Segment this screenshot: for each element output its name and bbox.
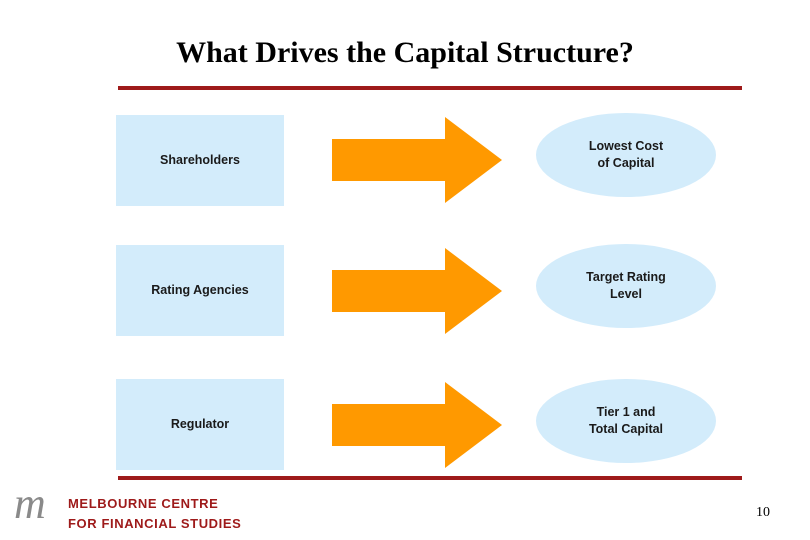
target-ellipse-line2: Total Capital xyxy=(588,422,664,436)
source-box-label: Regulator xyxy=(170,417,230,432)
logo-text-line2: FOR FINANCIAL STUDIES xyxy=(68,516,242,532)
target-ellipse-label: Lowest Cost of Capital xyxy=(589,138,663,172)
target-ellipse-label: Tier 1 and Total Capital xyxy=(589,404,663,438)
page-number: 10 xyxy=(756,505,770,520)
target-ellipse-lowest-cost: Lowest Cost of Capital xyxy=(536,113,716,197)
target-ellipse-line2: of Capital xyxy=(597,156,655,170)
right-arrow-icon xyxy=(332,117,502,203)
source-box-label: Shareholders xyxy=(160,153,240,168)
target-ellipse-line1: Lowest Cost xyxy=(588,139,664,154)
logo-icon: m xyxy=(14,479,46,528)
logo-text-line1: MELBOURNE CENTRE xyxy=(68,496,219,511)
source-box-label: Rating Agencies xyxy=(151,283,249,298)
target-ellipse-line1: Target Rating xyxy=(586,270,666,285)
page-title: What Drives the Capital Structure? xyxy=(176,36,634,69)
logo-text: MELBOURNE CENTRE FOR FINANCIAL STUDIES xyxy=(68,494,241,534)
source-box-rating-agencies: Rating Agencies xyxy=(116,245,284,336)
source-box-shareholders: Shareholders xyxy=(116,115,284,206)
divider-bottom xyxy=(118,476,742,480)
divider-top xyxy=(118,86,742,90)
right-arrow-icon xyxy=(332,248,502,334)
source-box-regulator: Regulator xyxy=(116,379,284,470)
target-ellipse-tier-1: Tier 1 and Total Capital xyxy=(536,379,716,463)
target-ellipse-target-rating: Target Rating Level xyxy=(536,244,716,328)
right-arrow-icon xyxy=(332,382,502,468)
target-ellipse-line2: Level xyxy=(610,287,642,301)
target-ellipse-label: Target Rating Level xyxy=(586,269,666,303)
target-ellipse-line1: Tier 1 and xyxy=(596,405,656,420)
